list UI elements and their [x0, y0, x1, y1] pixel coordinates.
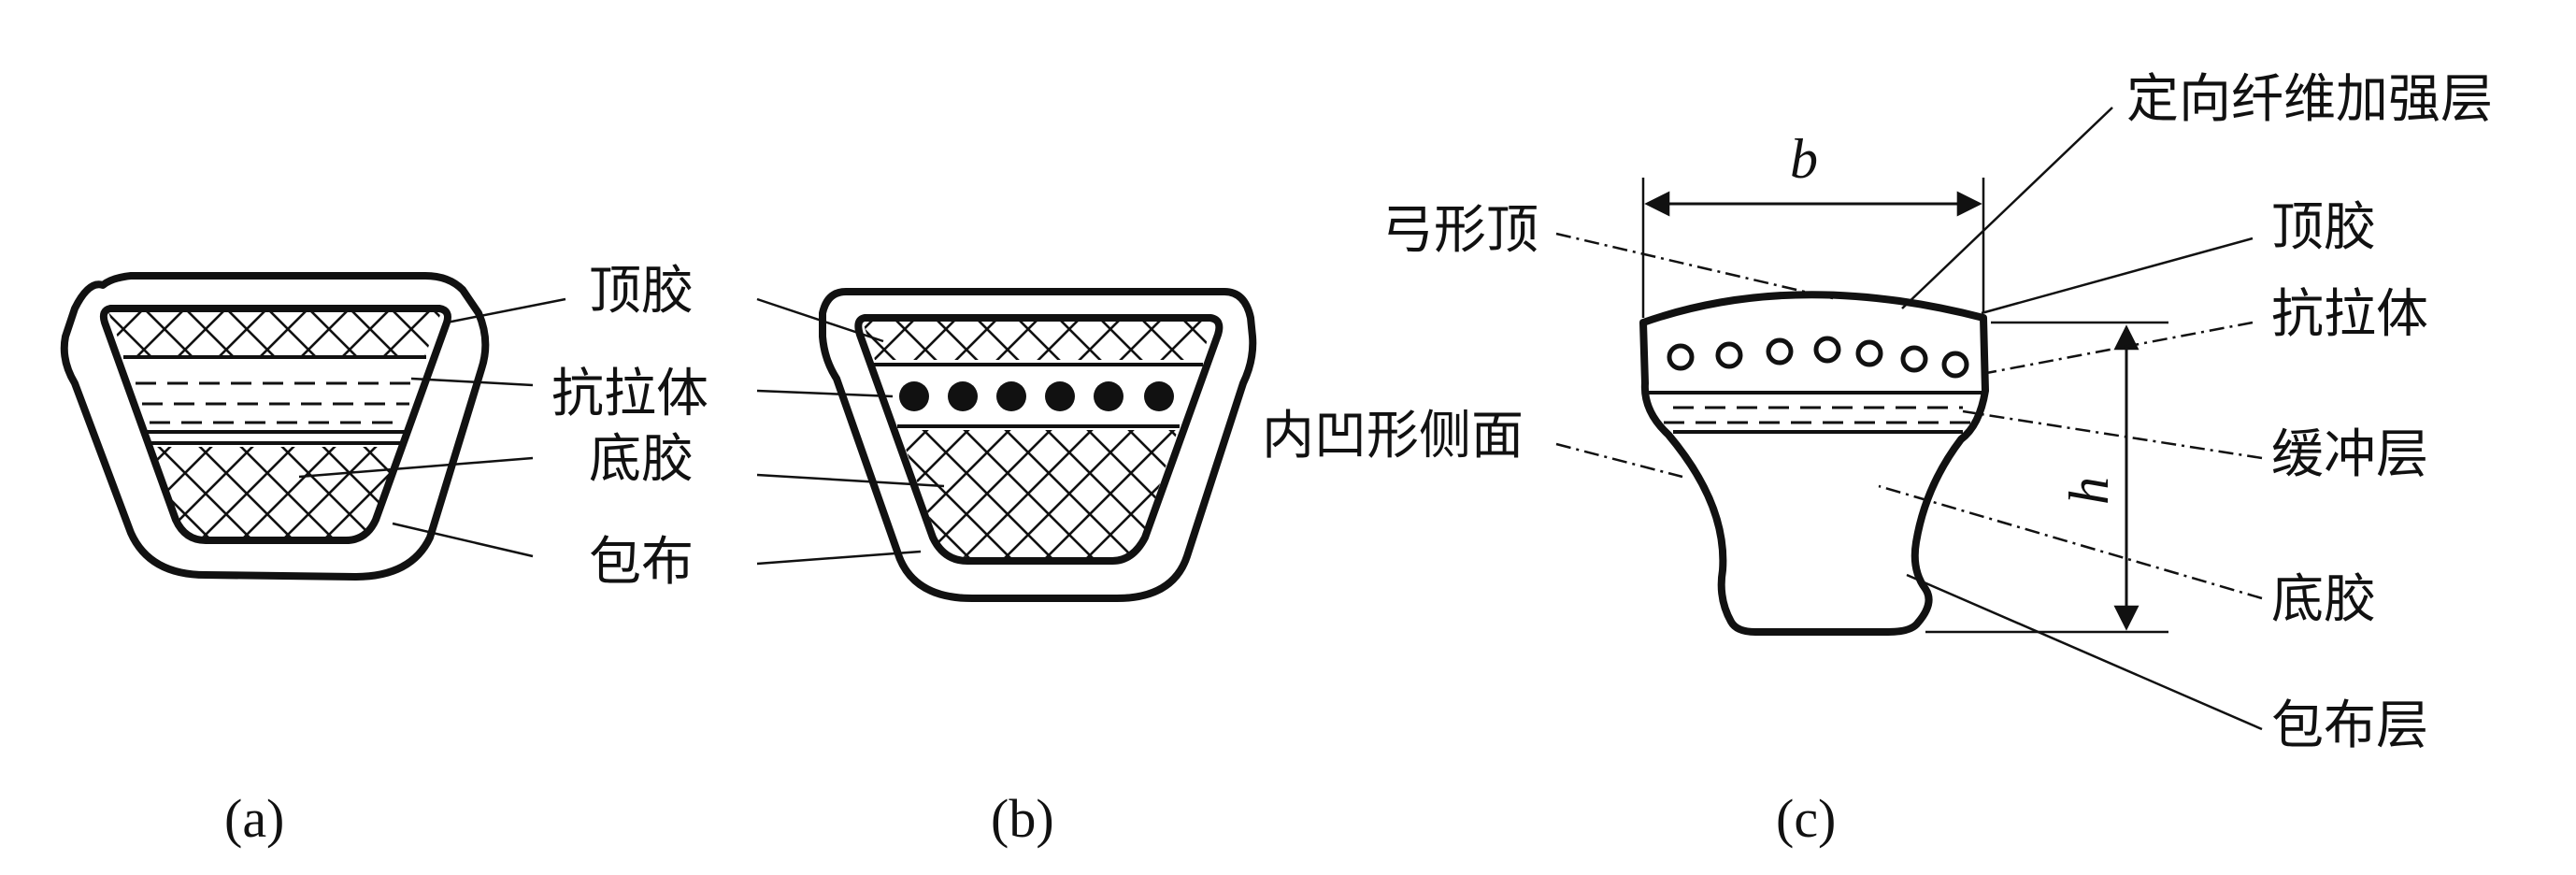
panel-c-caption: (c)	[1776, 788, 1836, 849]
panel-c-outline	[1639, 291, 1989, 636]
panel-b-wrapping-cloth-outline	[819, 288, 1257, 602]
panel-c-label-cushion-layer: 缓冲层	[2271, 424, 2428, 485]
panel-c-label-oriented-fiber-layer: 定向纤维加强层	[2126, 69, 2493, 130]
panel-a-inner-body	[99, 305, 451, 544]
tension-cord	[1715, 341, 1743, 369]
panel-b-inner-body	[854, 314, 1224, 565]
tension-cord	[1855, 339, 1883, 367]
panel-b-bottom-rubber	[899, 430, 1178, 557]
panel-c-label-tension-member: 抗拉体	[2271, 284, 2428, 345]
tension-cord	[948, 381, 978, 411]
panel-a-caption: (a)	[224, 788, 284, 849]
dimension-b-label: b	[1790, 128, 1818, 190]
panel-b-tension-cords	[899, 381, 1174, 411]
panel-b-top-rubber	[863, 322, 1213, 360]
panel-a-bottom-rubber	[151, 447, 400, 537]
tension-cord	[1900, 345, 1928, 373]
panel-a-labels: 顶胶 抗拉体 底胶 包布	[298, 261, 708, 593]
panel-c-label-bottom-rubber: 底胶	[2271, 569, 2376, 630]
tension-cord	[1766, 337, 1794, 366]
panel-a-top-rubber	[108, 312, 441, 355]
panel-c-label-arched-top: 弓形顶	[1381, 200, 1538, 261]
panel-c-labels: 定向纤维加强层 弓形顶 顶胶 抗拉体 内凹形侧面 缓冲层 底胶 包布层	[1262, 69, 2493, 756]
panel-b-belt	[819, 288, 1257, 602]
panel-c-leaders	[1555, 107, 2263, 731]
panel-b-leaders	[756, 297, 945, 566]
panel-a-belt	[60, 272, 490, 581]
panel-a-label-wrapping-cloth: 包布	[589, 532, 694, 593]
tension-cord	[1094, 381, 1123, 411]
panel-a-label-tension-member: 抗拉体	[551, 364, 708, 424]
panel-a-label-bottom-rubber: 底胶	[589, 429, 694, 490]
tension-cord	[1045, 381, 1075, 411]
panel-c-label-wrapping-layer: 包布层	[2271, 696, 2428, 756]
panel-c-label-concave-side: 内凹形侧面	[1262, 406, 1524, 466]
panel-c-label-top-rubber: 顶胶	[2271, 197, 2376, 258]
panel-b-caption: (b)	[991, 788, 1054, 849]
tension-cord	[1941, 351, 1969, 379]
panel-a-tension-layer	[136, 381, 416, 424]
tension-cord	[1667, 343, 1695, 371]
panel-a-label-top-rubber: 顶胶	[589, 261, 694, 322]
panel-a-wrapping-cloth-outline	[60, 272, 490, 581]
panel-c-belt	[1639, 291, 1989, 636]
panel-c-tension-cords	[1667, 336, 1969, 379]
dimension-h-label: h	[2058, 477, 2120, 505]
tension-cord	[996, 381, 1026, 411]
panel-c-dimension-h: h	[1925, 321, 2168, 634]
tension-cord	[1813, 336, 1841, 364]
tension-cord	[899, 381, 929, 411]
panel-c-dimension-b: b	[1641, 128, 1985, 318]
tension-cord	[1144, 381, 1174, 411]
